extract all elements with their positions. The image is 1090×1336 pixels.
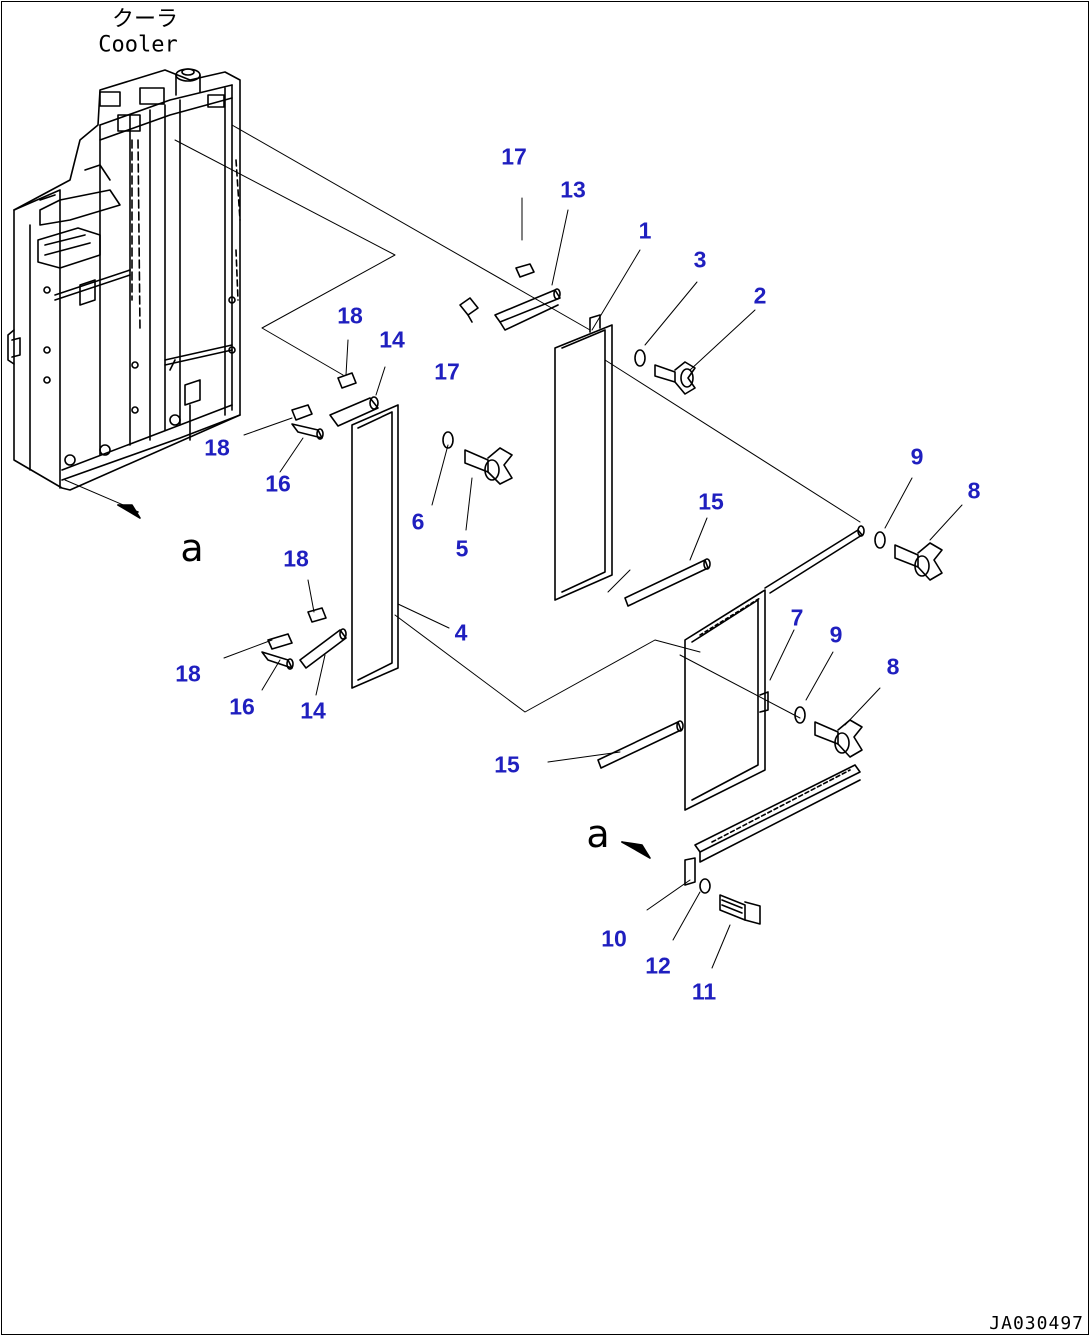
bar-part-14-lower — [299, 628, 347, 669]
spacer-part-18-upper — [337, 372, 357, 389]
screen-panel-7 — [684, 589, 769, 811]
screen-panel-1 — [554, 314, 613, 601]
callout-9-lower: 9 — [829, 621, 843, 648]
callout-5: 5 — [455, 535, 469, 562]
bracket-part-13 — [494, 288, 561, 331]
callout-8-upper: 8 — [967, 477, 981, 504]
bar-part-16-lower — [261, 651, 294, 670]
callout-15-lower: 15 — [494, 751, 520, 778]
callout-2: 2 — [753, 282, 767, 309]
drawing-id: JA030497 — [989, 1313, 1084, 1334]
view-arrow-upper — [117, 504, 141, 519]
callout-9-upper: 9 — [910, 443, 924, 470]
header-title-jp: クーラ — [111, 7, 179, 32]
callout-1: 1 — [638, 217, 652, 244]
callout-18-lower: 18 — [283, 545, 309, 572]
callout-16-lower: 16 — [229, 693, 255, 720]
callout-14-upper: 14 — [379, 326, 405, 353]
bottom-bar-part-10 — [684, 764, 861, 886]
callout-3: 3 — [693, 246, 707, 273]
callout-17-middle: 17 — [434, 358, 460, 385]
rod-part-15-lower — [597, 720, 684, 769]
leader-lines — [64, 124, 963, 969]
callout-16-upper: 16 — [265, 470, 291, 497]
callout-11: 11 — [691, 978, 717, 1005]
pin-part-17 — [459, 263, 535, 323]
view-marker-a-lower: a — [586, 812, 610, 856]
screen-panel-4 — [351, 404, 399, 689]
view-marker-a-upper: a — [180, 526, 204, 570]
callout-13: 13 — [560, 176, 586, 203]
spacer-part-18-left-upper — [291, 404, 313, 421]
wing-bolt-part-8-lower — [814, 719, 863, 758]
callout-17-top: 17 — [501, 143, 527, 170]
cooler-assembly — [7, 68, 241, 491]
bar-to-panel-7 — [764, 525, 865, 594]
wing-bolt-part-2 — [654, 361, 696, 395]
bar-part-14-upper — [329, 396, 379, 427]
bar-part-16-upper — [291, 423, 324, 440]
callout-18-left-lower: 18 — [175, 660, 201, 687]
spacer-part-18-lower — [307, 607, 327, 623]
callout-15-upper: 15 — [698, 488, 724, 515]
washer-part-9-upper — [874, 531, 886, 549]
callout-8-lower: 8 — [886, 653, 900, 680]
washer-part-6 — [442, 431, 454, 449]
callout-6: 6 — [411, 508, 425, 535]
rod-part-15-upper — [624, 558, 711, 607]
wing-bolt-part-5 — [464, 447, 513, 485]
callout-18-upper: 18 — [337, 302, 363, 329]
callout-4: 4 — [454, 619, 468, 646]
view-arrow-lower — [621, 841, 651, 859]
callout-18-left-upper: 18 — [204, 434, 230, 461]
wing-bolt-part-8-upper — [894, 542, 943, 581]
spacer-part-18-left-lower — [267, 633, 293, 650]
callout-12: 12 — [645, 952, 671, 979]
bolt-part-11 — [719, 894, 761, 925]
header-title-en: Cooler — [98, 32, 178, 58]
washer-part-3 — [634, 349, 646, 367]
washer-part-12 — [699, 878, 711, 894]
callout-7: 7 — [790, 604, 804, 631]
callout-10: 10 — [601, 925, 627, 952]
callout-14-lower: 14 — [300, 697, 326, 724]
washer-part-9-lower — [794, 706, 806, 724]
